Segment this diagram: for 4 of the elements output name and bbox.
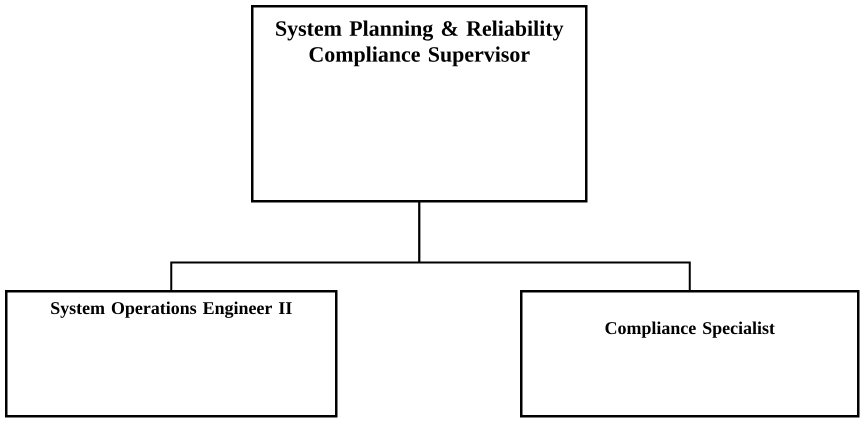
- position-box: Compliance Specialist: [520, 290, 860, 418]
- position-box: System Operations Engineer II: [5, 290, 338, 418]
- position-box: System Planning & Reliability Compliance Supervisor: [251, 5, 588, 202]
- connector-line: [418, 202, 691, 290]
